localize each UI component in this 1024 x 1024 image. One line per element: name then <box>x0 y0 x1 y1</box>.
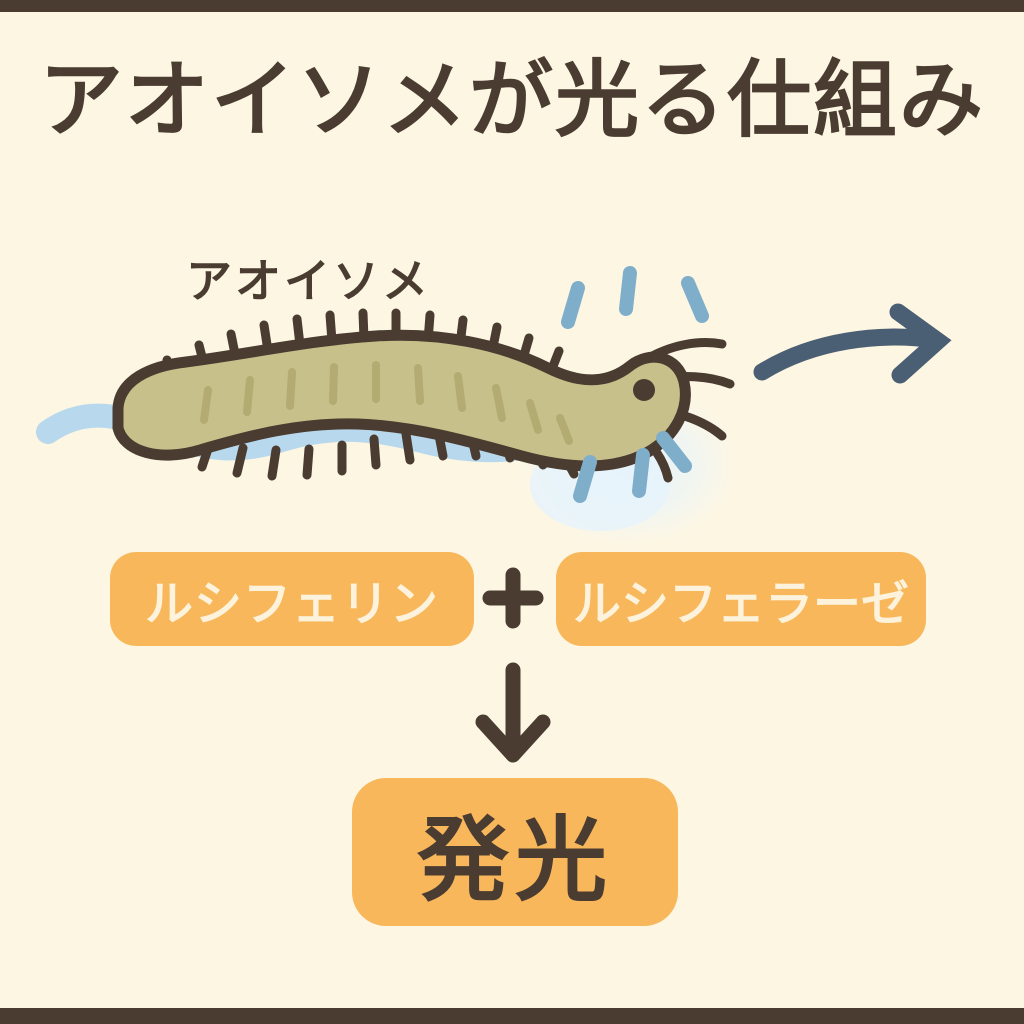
down-arrow-icon <box>475 662 551 763</box>
badge-luciferase[interactable]: ルシフェラーゼ <box>556 552 926 646</box>
plus-icon <box>482 567 544 629</box>
curved-right-arrow-icon <box>753 303 952 384</box>
badge-emission[interactable]: 発光 <box>352 778 678 926</box>
worm-label: アオイソメ <box>186 254 431 308</box>
sparkle-icon <box>561 266 709 329</box>
worm-eye <box>633 379 655 401</box>
bottom-border-band <box>0 1008 1024 1024</box>
ragworm-icon <box>112 308 735 483</box>
page-title: アオイソメが光る仕組み <box>38 51 985 149</box>
top-border-band <box>0 0 1024 12</box>
worm-illustration <box>36 266 952 547</box>
sparkle-icon <box>573 431 692 503</box>
badge-luciferin[interactable]: ルシフェリン <box>110 552 474 646</box>
